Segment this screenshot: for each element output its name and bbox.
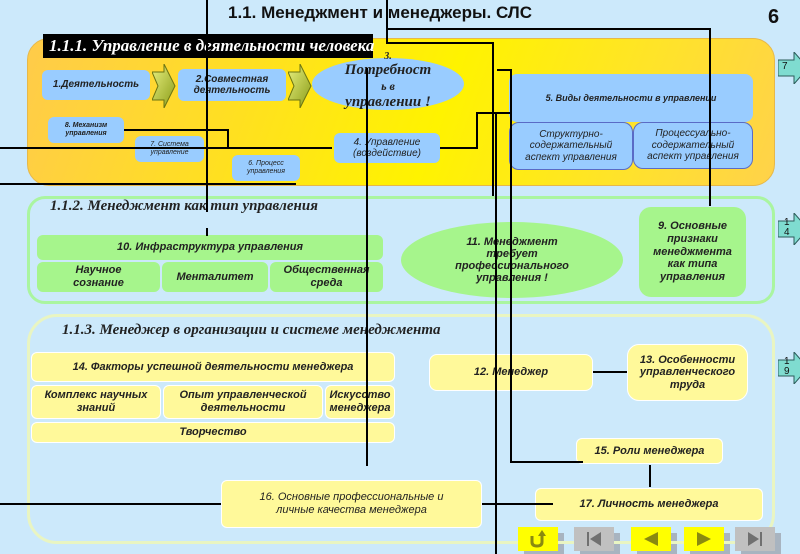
managerial-labor-box[interactable]: 13. Особенности управленческого труда [627,344,748,401]
first-page-icon [587,532,601,546]
management-box[interactable]: 4. Управление (воздействие) [334,133,440,163]
arrow-label: 19 [784,356,790,377]
arrow-label: 7 [782,61,788,72]
procedural-aspect-box[interactable]: Процессуально-содержательный аспект упра… [633,122,753,169]
section-3-panel [27,314,775,544]
scientific-knowledge-box[interactable]: Комплекс научных знаний [31,385,161,419]
right-arrow-icon [777,211,800,247]
structural-aspect-box[interactable]: Структурно-содержательный аспект управле… [509,122,633,170]
right-arrow-icon [777,350,800,386]
need-label: 3. Потребност ь в управлении ! [318,51,458,111]
previous-button[interactable] [631,527,677,554]
need-label-line: управлении ! [345,94,431,110]
section-3-heading: 1.1.3. Менеджер в организации и системе … [62,322,441,338]
requires-professional-management-ellipse[interactable]: 11. Менеджмент требует профессионального… [401,222,623,298]
return-button[interactable] [518,527,564,554]
page-number: 6 [768,6,780,28]
system-box[interactable]: 7. Система управление [135,136,204,162]
kinds-of-activity-box[interactable]: 5. Виды деятельности в управлении [509,74,753,122]
signs-of-management-box[interactable]: 9. Основные признаки менеджмента как тип… [639,207,746,297]
arrow-label: 14 [784,217,790,238]
management-experience-box[interactable]: Опыт управленческой деятельности [163,385,323,419]
goto-page-7-arrow[interactable]: 7 [777,50,800,86]
infrastructure-box[interactable]: 10. Инфраструктура управления [37,235,383,260]
process-box[interactable]: 6. Процесс управления [232,155,300,181]
success-factors-box[interactable]: 14. Факторы успешной деятельности менедж… [31,352,395,382]
manager-art-box[interactable]: Искусство менеджера [325,385,395,419]
right-arrow-icon [777,50,800,86]
scientific-consciousness-box[interactable]: Научное сознание [37,262,160,292]
section-1-heading: 1.1.1. Управление в деятельности человек… [43,34,374,58]
joint-activity-box[interactable]: 2.Совместная деятельность [178,69,286,101]
mechanism-box[interactable]: 8. Механизм управления [48,117,124,143]
need-label-line: 3. [384,51,392,62]
next-button[interactable] [684,527,730,554]
next-icon [697,532,711,546]
manager-roles-box[interactable]: 15. Роли менеджера [576,438,723,464]
last-page-icon [748,532,762,546]
social-environment-box[interactable]: Общественная среда [270,262,383,292]
manager-personality-box[interactable]: 17. Личность менеджера [535,488,763,521]
page-title: 1.1. Менеджмент и менеджеры. СЛС [227,3,533,22]
goto-page-14-arrow[interactable]: 14 [777,211,800,247]
first-page-button[interactable] [574,527,620,554]
activity-box[interactable]: 1.Деятельность [42,70,150,100]
section-2-heading: 1.1.2. Менеджмент как тип управления [50,198,318,214]
mentality-box[interactable]: Менталитет [162,262,268,292]
return-arrow-icon [530,530,546,548]
need-label-line: Потребност [344,62,432,78]
previous-icon [644,532,658,546]
need-label-line: ь в [381,79,395,93]
goto-page-19-arrow[interactable]: 19 [777,350,800,386]
manager-box[interactable]: 12. Менеджер [429,354,593,391]
flow-arrow-icon [288,64,312,108]
flow-arrow-icon [152,64,176,108]
last-page-button[interactable] [735,527,781,554]
professional-qualities-box[interactable]: 16. Основные профессиональные и личные к… [221,480,482,528]
creativity-box[interactable]: Творчество [31,422,395,443]
